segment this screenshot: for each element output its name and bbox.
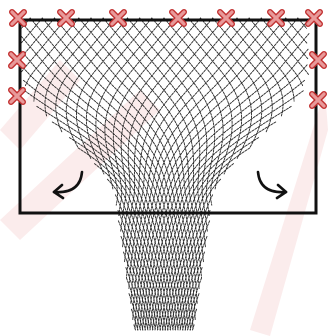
cross-icon	[312, 94, 324, 106]
net-strand	[188, 18, 251, 158]
cross-icon	[11, 54, 23, 66]
net-strand	[131, 18, 261, 304]
cross-icon	[270, 12, 282, 24]
net-strand	[115, 195, 158, 330]
cross-icon	[12, 12, 24, 24]
net-strand	[237, 18, 294, 101]
net-strand	[170, 195, 213, 330]
cross-icon	[312, 54, 324, 66]
cross-icon	[220, 12, 232, 24]
net-strand	[78, 148, 165, 330]
cross-icon	[60, 12, 72, 24]
cross-icon	[11, 90, 23, 102]
net-strand	[158, 122, 276, 330]
net-strand	[286, 18, 308, 44]
watermark-stripe	[0, 60, 80, 150]
right-fold-arrow	[258, 172, 286, 198]
net-strand	[201, 18, 262, 148]
cross-icon	[172, 12, 184, 24]
cross-icon	[308, 12, 320, 24]
net-strand	[163, 148, 250, 330]
cross-icon	[112, 12, 124, 24]
